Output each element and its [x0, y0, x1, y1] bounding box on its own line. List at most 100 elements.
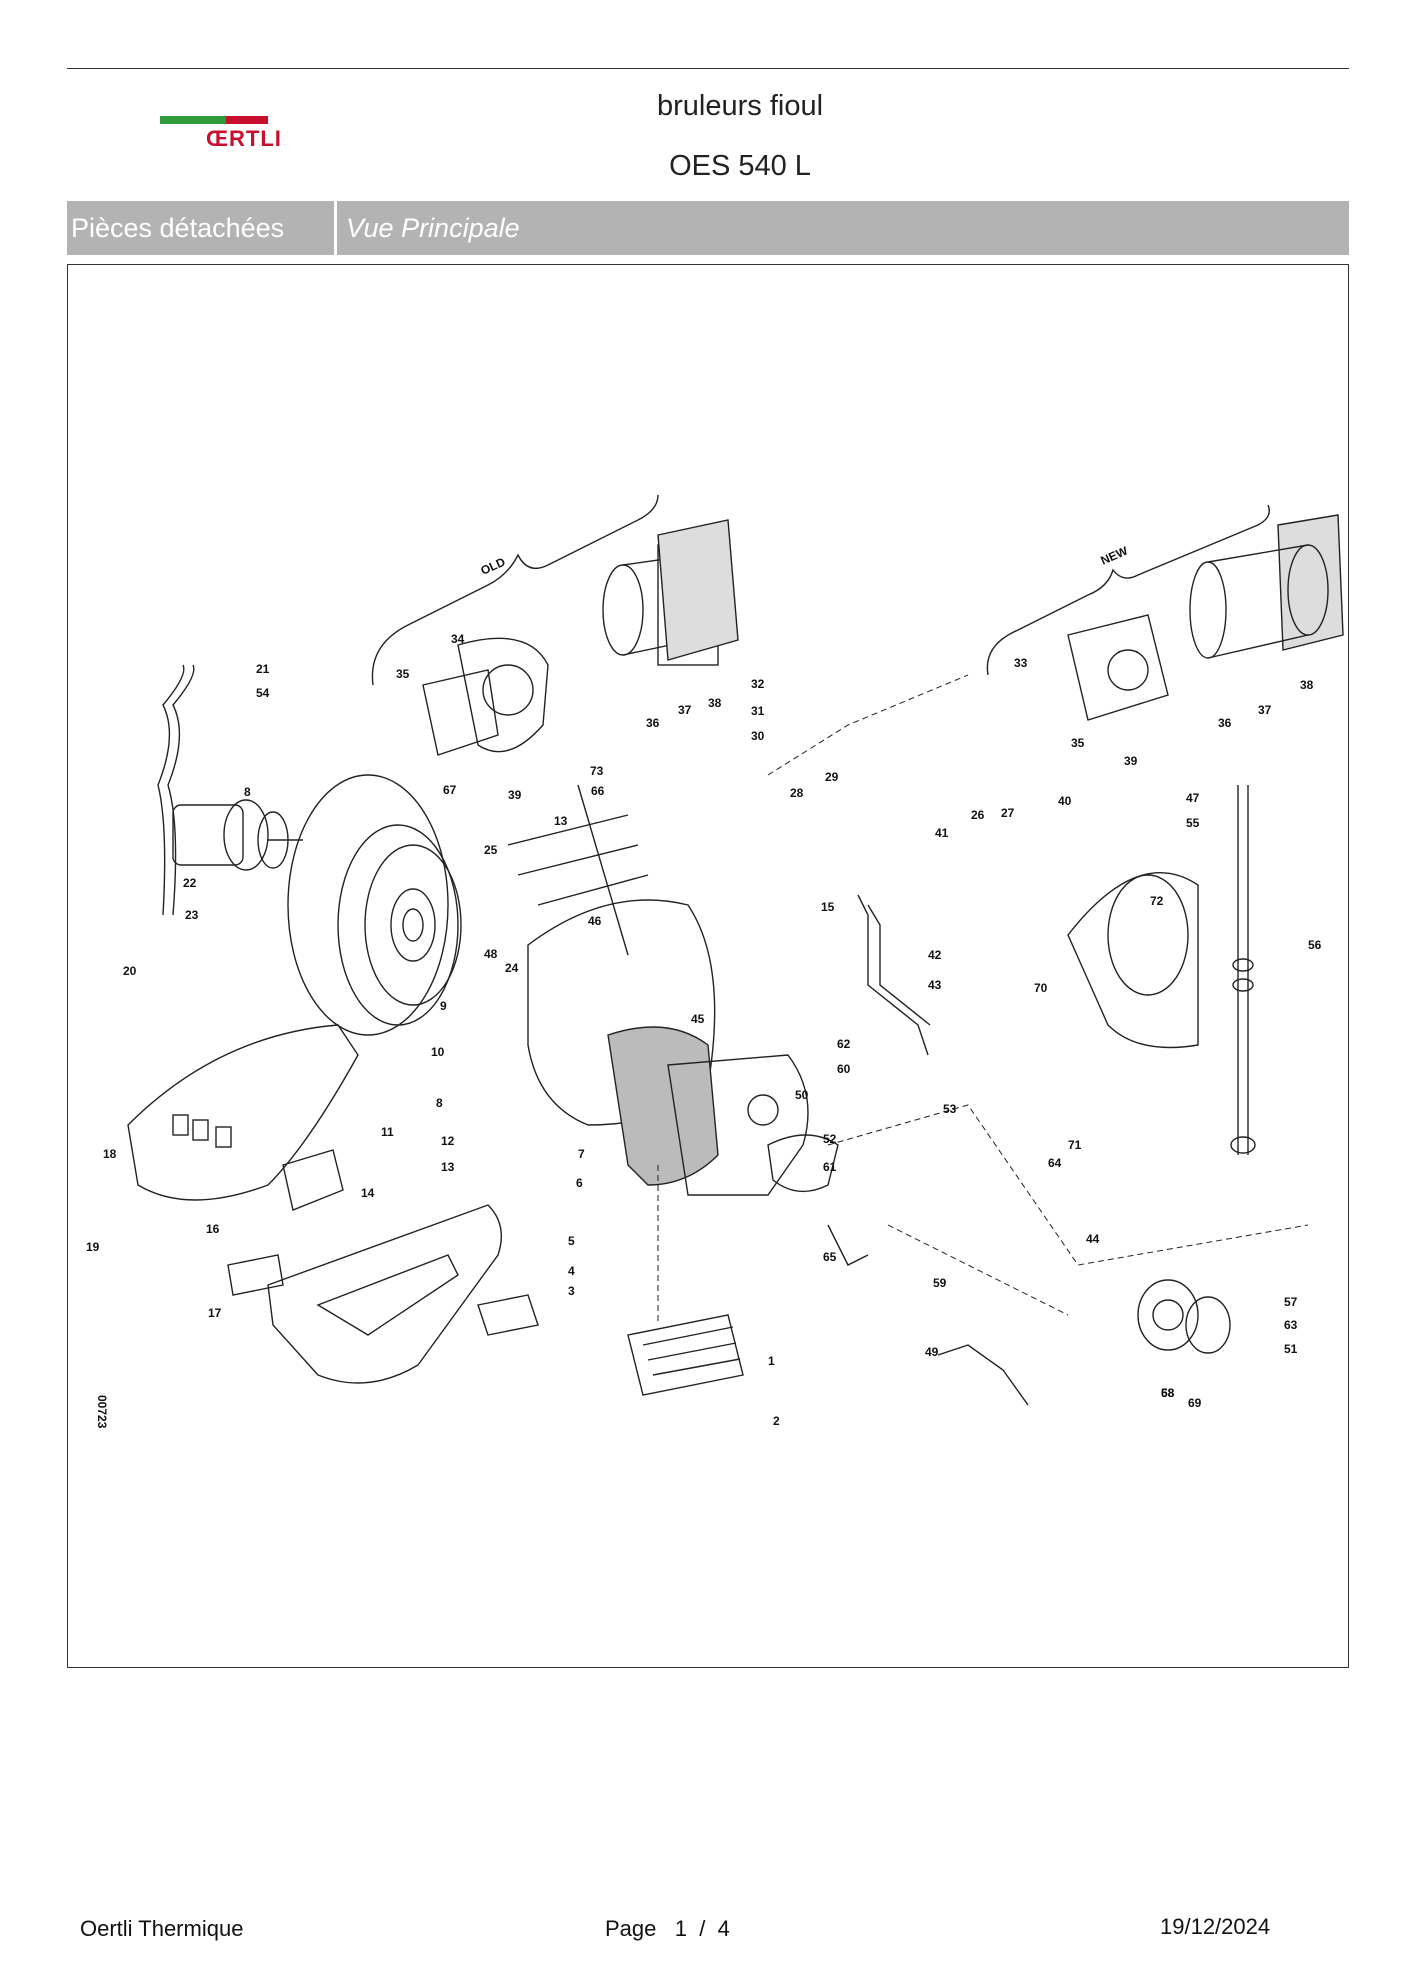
callout-23: 23 — [185, 908, 199, 922]
callout-2: 2 — [773, 1414, 780, 1428]
callout-66: 66 — [591, 784, 605, 798]
callout-28: 28 — [790, 786, 804, 800]
footer-pagination: Page 1 / 4 — [605, 1916, 730, 1942]
callout-63: 63 — [1284, 1318, 1298, 1332]
callout-68: 68 — [1161, 1386, 1175, 1400]
exploded-view-frame: OLD NEW 00723 1 2 3 4 5 6 7 8 8 9 10 11 … — [67, 264, 1349, 1668]
callout-69: 69 — [1188, 1396, 1202, 1410]
callout-3: 3 — [568, 1284, 575, 1298]
callout-39a: 39 — [508, 788, 522, 802]
callout-58: 58 — [1161, 1386, 1175, 1400]
callout-11: 11 — [381, 1125, 394, 1139]
callout-40: 40 — [1058, 794, 1072, 808]
callout-72: 72 — [1150, 894, 1164, 908]
callout-9: 9 — [440, 999, 447, 1013]
callout-16: 16 — [206, 1222, 220, 1236]
callout-4: 4 — [568, 1264, 575, 1278]
callout-43: 43 — [928, 978, 942, 992]
product-model: OES 540 L — [669, 150, 811, 182]
callout-18: 18 — [103, 1147, 117, 1161]
callout-62: 62 — [837, 1037, 851, 1051]
callout-52: 52 — [823, 1132, 837, 1146]
section-label: Pièces détachées — [67, 201, 337, 255]
callout-70: 70 — [1034, 981, 1048, 995]
callout-44: 44 — [1086, 1232, 1100, 1246]
callout-51: 51 — [1284, 1342, 1298, 1356]
callout-47: 47 — [1186, 791, 1200, 805]
callout-73: 73 — [590, 764, 604, 778]
callout-71: 71 — [1068, 1138, 1082, 1152]
drawing-code: 00723 — [95, 1395, 109, 1429]
callout-7: 7 — [578, 1147, 585, 1161]
callout-1: 1 — [768, 1354, 775, 1368]
exploded-diagram: OLD NEW 00723 1 2 3 4 5 6 7 8 8 9 10 11 … — [86, 494, 1344, 1429]
callout-33: 33 — [1014, 656, 1028, 670]
callout-46: 46 — [588, 914, 602, 928]
callout-22: 22 — [183, 876, 197, 890]
callout-60: 60 — [837, 1062, 851, 1076]
top-rule — [67, 68, 1349, 69]
callout-36a: 36 — [646, 716, 660, 730]
callout-31: 31 — [751, 704, 765, 718]
callout-53: 53 — [943, 1102, 957, 1116]
callout-10: 10 — [431, 1045, 445, 1059]
callout-37a: 37 — [678, 703, 692, 717]
callout-39b: 39 — [1124, 754, 1138, 768]
callout-8a: 8 — [244, 785, 251, 799]
callout-26: 26 — [971, 808, 985, 822]
callout-64: 64 — [1048, 1156, 1062, 1170]
callout-41: 41 — [935, 826, 949, 840]
callout-13a: 13 — [441, 1160, 455, 1174]
logo-green-bar — [160, 116, 226, 124]
page-total: 4 — [717, 1916, 730, 1941]
new-label: NEW — [1099, 543, 1131, 567]
callout-29: 29 — [825, 770, 839, 784]
callout-13b: 13 — [554, 814, 568, 828]
callout-group: 1 2 3 4 5 6 7 8 8 9 10 11 12 13 13 14 15… — [86, 632, 1322, 1428]
callout-27: 27 — [1001, 806, 1015, 820]
callout-32: 32 — [751, 677, 765, 691]
callout-57: 57 — [1284, 1295, 1298, 1309]
callout-54: 54 — [256, 686, 270, 700]
callout-8b: 8 — [436, 1096, 443, 1110]
callout-20: 20 — [123, 964, 137, 978]
oertli-logo: ŒRTLI — [160, 114, 310, 154]
callout-59: 59 — [933, 1276, 947, 1290]
callout-48: 48 — [484, 947, 498, 961]
footer-company: Oertli Thermique — [80, 1916, 244, 1941]
callout-42: 42 — [928, 948, 942, 962]
callout-15: 15 — [821, 900, 835, 914]
callout-17: 17 — [208, 1306, 222, 1320]
callout-12: 12 — [441, 1134, 455, 1148]
callout-67: 67 — [443, 783, 457, 797]
callout-35b: 35 — [1071, 736, 1085, 750]
callout-50: 50 — [795, 1088, 809, 1102]
logo-red-bar — [226, 116, 268, 124]
callout-55: 55 — [1186, 816, 1200, 830]
callout-21: 21 — [256, 662, 270, 676]
callout-19: 19 — [86, 1240, 100, 1254]
callout-14: 14 — [361, 1186, 375, 1200]
callout-37b: 37 — [1258, 703, 1272, 717]
callout-56: 56 — [1308, 938, 1322, 952]
document-title: bruleurs fioul — [656, 90, 824, 122]
page-separator: / — [699, 1916, 706, 1941]
footer-date: 19/12/2024 — [1160, 1914, 1271, 1939]
page-label: Page — [605, 1916, 657, 1941]
callout-35a: 35 — [396, 667, 410, 681]
callout-25: 25 — [484, 843, 498, 857]
logo-text: ŒRTLI — [206, 126, 282, 151]
callout-61: 61 — [823, 1160, 837, 1174]
callout-30: 30 — [751, 729, 765, 743]
callout-49: 49 — [925, 1345, 939, 1359]
callout-5: 5 — [568, 1234, 575, 1248]
callout-36b: 36 — [1218, 716, 1232, 730]
callout-34: 34 — [451, 632, 465, 646]
callout-38b: 38 — [1300, 678, 1314, 692]
view-label: Vue Principale — [346, 213, 520, 243]
callout-6: 6 — [576, 1176, 583, 1190]
callout-38a: 38 — [708, 696, 722, 710]
page-current: 1 — [674, 1916, 687, 1941]
callout-45: 45 — [691, 1012, 705, 1026]
callout-24: 24 — [505, 961, 519, 975]
